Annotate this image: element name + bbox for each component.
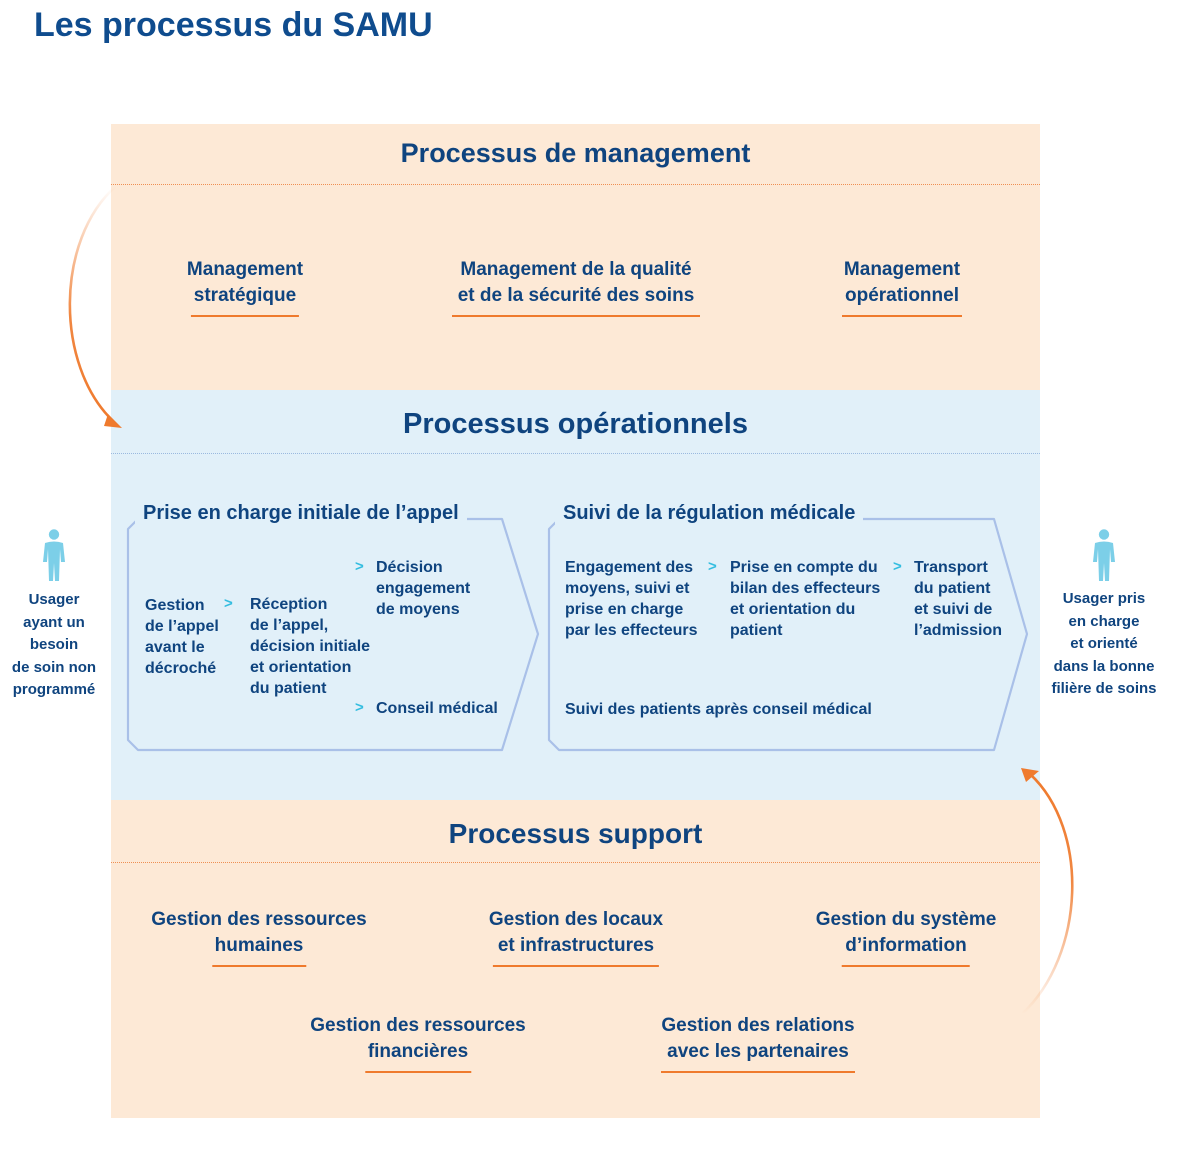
box1-step-gestion: Gestion de l’appel avant le décroché	[145, 597, 219, 677]
box1-outline	[126, 517, 540, 752]
box2-title: Suivi de la régulation médicale	[555, 502, 864, 525]
person-icon	[43, 529, 65, 581]
support-item-si: Gestion du système d’information	[816, 907, 996, 967]
box2-outline	[547, 517, 1029, 752]
box1-title: Prise en charge initiale de l’appel	[135, 502, 467, 525]
support-divider	[111, 862, 1040, 863]
user-in-label: Usager ayant un besoin de soin non progr…	[11, 591, 97, 698]
management-divider	[111, 184, 1040, 185]
chevron-icon: >	[224, 595, 233, 612]
box2-step-engagement: Engagement des moyens, suivi et prise en…	[565, 559, 698, 639]
management-item-strategic: Management stratégique	[187, 257, 303, 317]
support-item-hr: Gestion des ressources humaines	[151, 907, 367, 967]
chevron-icon: >	[893, 558, 902, 575]
operational-divider	[111, 453, 1040, 454]
management-item-operational: Management opérationnel	[842, 257, 962, 317]
support-item-locaux: Gestion des locaux et infrastructures	[489, 907, 663, 967]
person-icon	[1093, 529, 1115, 581]
support-title: Processus support	[448, 818, 703, 849]
box2-followup: Suivi des patients après conseil médical	[565, 701, 872, 718]
chevron-icon: >	[355, 699, 364, 716]
operational-band: Processus opérationnels	[111, 390, 1040, 800]
user-out-label: Usager pris en charge et orienté dans la…	[1051, 590, 1157, 697]
chevron-icon: >	[355, 558, 364, 575]
curved-arrow-icon	[68, 185, 122, 428]
support-band: Processus support Gestion des ressources…	[111, 800, 1040, 1118]
page-title: Les processus du SAMU	[34, 6, 433, 44]
box1-step-decision: Décision engagement de moyens	[376, 559, 471, 618]
box1-step-reception: Réception de l’appel, décision initiale …	[250, 596, 371, 697]
box2-step-bilan: Prise en compte du bilan des effecteurs …	[730, 559, 881, 639]
management-band: Processus de management Management strat…	[111, 124, 1040, 390]
support-item-partners: Gestion des relations avec les partenair…	[661, 1013, 855, 1073]
box2-step-transport: Transport du patient et suivi de l’admis…	[914, 559, 1003, 639]
management-title: Processus de management	[400, 138, 751, 168]
box1-step-conseil: Conseil médical	[376, 700, 498, 717]
support-item-finance: Gestion des ressources financières	[310, 1013, 526, 1073]
operational-title: Processus opérationnels	[403, 408, 748, 440]
chevron-icon: >	[708, 558, 717, 575]
curved-arrow-icon	[1021, 768, 1074, 1015]
management-item-quality: Management de la qualité et de la sécuri…	[452, 257, 700, 317]
